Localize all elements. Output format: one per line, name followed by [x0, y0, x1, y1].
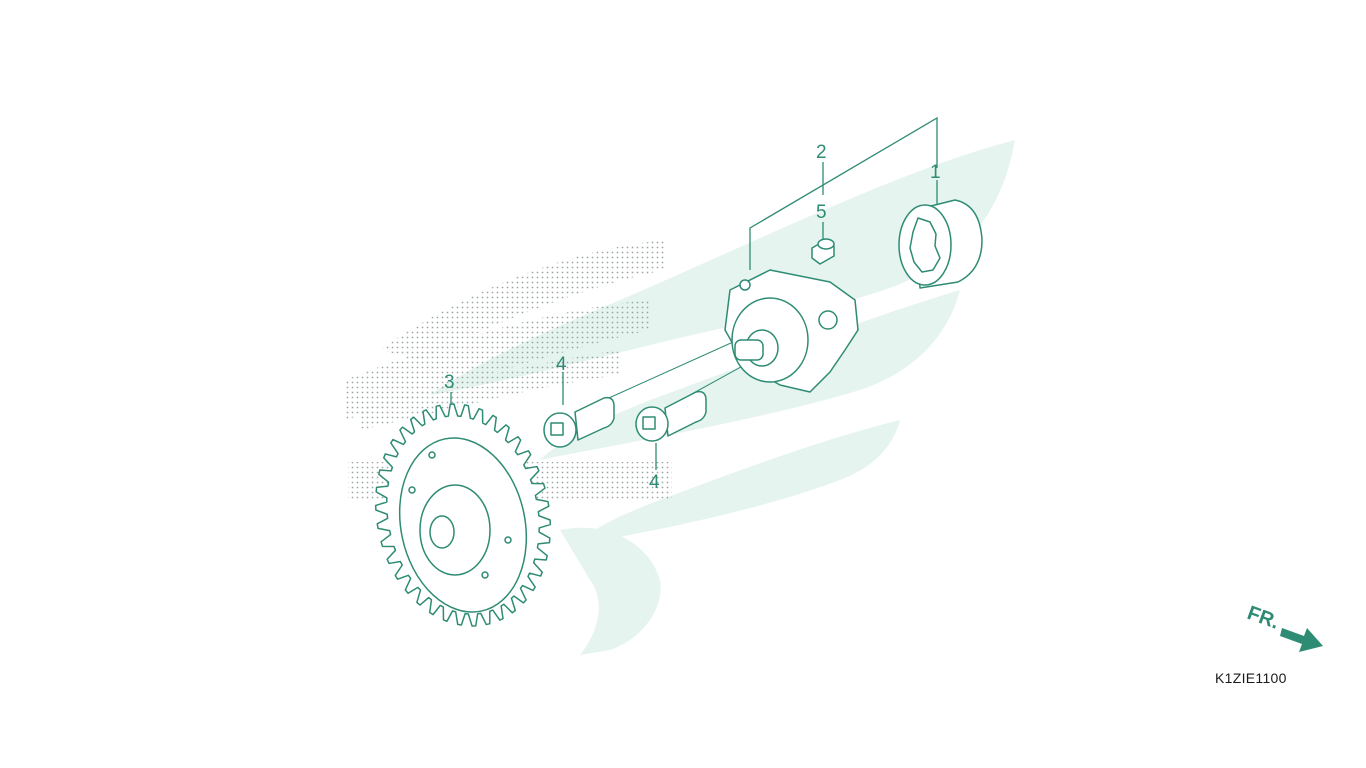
front-label: FR.: [1244, 602, 1282, 634]
flange-bolt-part-4b: [635, 390, 707, 442]
driven-gear-part-3: [374, 403, 552, 627]
pump-rotor-part-1: [898, 199, 983, 289]
callout-4a: 4: [556, 354, 567, 375]
callout-labels: 1 2 3 4 4 5: [444, 142, 941, 493]
dowel-pin-part-5: [811, 238, 835, 265]
diagram-code: K1ZIE1100: [1215, 670, 1287, 686]
front-direction-indicator: FR.: [1244, 602, 1323, 652]
flange-bolt-part-4a: [543, 396, 615, 448]
callout-4b: 4: [649, 472, 660, 493]
front-arrow-icon: [1280, 628, 1323, 652]
callout-2: 2: [816, 142, 827, 163]
oil-pump-body-part-2: [724, 269, 859, 393]
callout-5: 5: [816, 202, 827, 223]
callout-3: 3: [444, 372, 455, 393]
callout-1: 1: [930, 162, 941, 183]
